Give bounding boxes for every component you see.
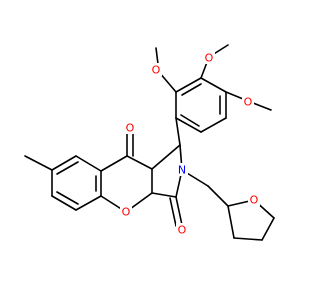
ketone-oxygen-label: O (126, 122, 135, 135)
lactam-oxygen-label: O (178, 224, 187, 237)
ring-oxygen-label: O (122, 206, 131, 219)
methoxy-oxygen-top-left: O (150, 63, 162, 77)
lactam-oxygen: O (176, 223, 188, 237)
nitrogen-atom: N (176, 163, 188, 177)
methoxy-oxygen-top-right: O (203, 51, 215, 65)
nitrogen-label: N (178, 164, 186, 177)
ketone-oxygen: O (124, 121, 136, 135)
ring-oxygen: O (120, 205, 132, 219)
methoxy-oxygen-right: O (242, 95, 254, 109)
methoxy-oxygen-right-label: O (244, 96, 253, 109)
methoxy-oxygen-top-right-label: O (205, 52, 214, 65)
tetrahydrofuran-oxygen-label: O (250, 194, 259, 207)
chemical-structure-diagram: O O O O O O O N (24, 44, 275, 241)
atom-labels: O O O O O O O N (120, 51, 260, 237)
bond-lines (24, 44, 275, 241)
tetrahydrofuran-oxygen: O (248, 193, 260, 207)
methoxy-oxygen-top-left-label: O (152, 64, 161, 77)
